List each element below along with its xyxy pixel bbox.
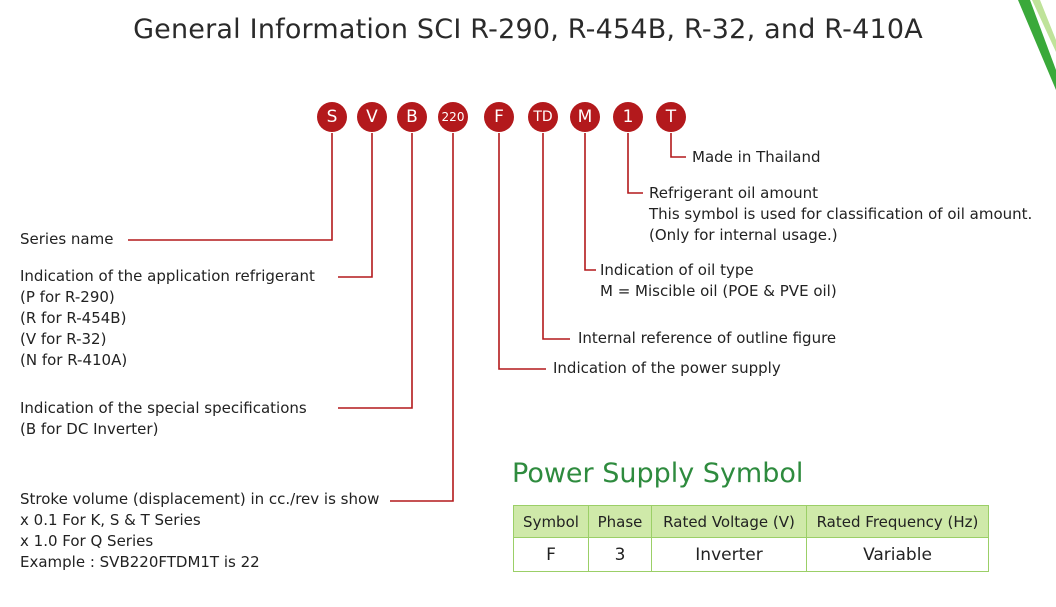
page-title: General Information SCI R-290, R-454B, R…: [133, 14, 923, 45]
code-symbol-td: TD: [528, 102, 558, 132]
table-cell-frequency: Variable: [806, 537, 989, 572]
label-series-name: Series name: [20, 230, 114, 248]
table-cell-phase: 3: [588, 537, 652, 572]
label-stroke-volume: Stroke volume (displacement) in cc./rev …: [20, 490, 380, 571]
connector-stroke-volume: [390, 133, 454, 502]
connector-oil-amount: [627, 133, 643, 194]
code-symbol-220: 220: [438, 102, 468, 132]
code-symbol-m: M: [570, 102, 600, 132]
code-symbol-f: F: [484, 102, 514, 132]
connector-oil-type: [584, 133, 596, 271]
table-header-symbol: Symbol: [513, 505, 589, 538]
label-made-in: Made in Thailand: [692, 148, 821, 166]
label-oil-amount: Refrigerant oil amount This symbol is us…: [649, 184, 1033, 244]
connector-power-supply: [498, 133, 546, 370]
table-cell-symbol: F: [513, 537, 589, 572]
label-power-supply: Indication of the power supply: [553, 359, 781, 377]
label-outline: Internal reference of outline figure: [578, 329, 837, 347]
code-symbol-s: S: [317, 102, 347, 132]
power-supply-table: Symbol Phase Rated Voltage (V) Rated Fre…: [513, 505, 989, 572]
table-row: F 3 Inverter Variable: [513, 537, 989, 572]
code-symbol-b: B: [397, 102, 427, 132]
label-oil-type: Indication of oil type M = Miscible oil …: [600, 261, 837, 300]
label-refrigerant: Indication of the application refrigeran…: [20, 267, 315, 369]
code-symbol-v: V: [357, 102, 387, 132]
table-cell-voltage: Inverter: [651, 537, 807, 572]
table-header-phase: Phase: [588, 505, 652, 538]
label-special-specs: Indication of the special specifications…: [20, 399, 307, 438]
connector-special-specs: [338, 133, 413, 409]
connector-refrigerant: [338, 133, 373, 278]
table-header-row: Symbol Phase Rated Voltage (V) Rated Fre…: [513, 505, 989, 538]
connector-series-name: [128, 133, 333, 241]
table-header-voltage: Rated Voltage (V): [651, 505, 807, 538]
code-symbol-1: 1: [613, 102, 643, 132]
decorative-corner-stripes: [1018, 0, 1056, 90]
connector-made-in: [670, 133, 686, 158]
connector-outline: [542, 133, 570, 340]
code-symbol-t: T: [656, 102, 686, 132]
table-header-frequency: Rated Frequency (Hz): [806, 505, 989, 538]
power-supply-title: Power Supply Symbol: [512, 458, 804, 489]
